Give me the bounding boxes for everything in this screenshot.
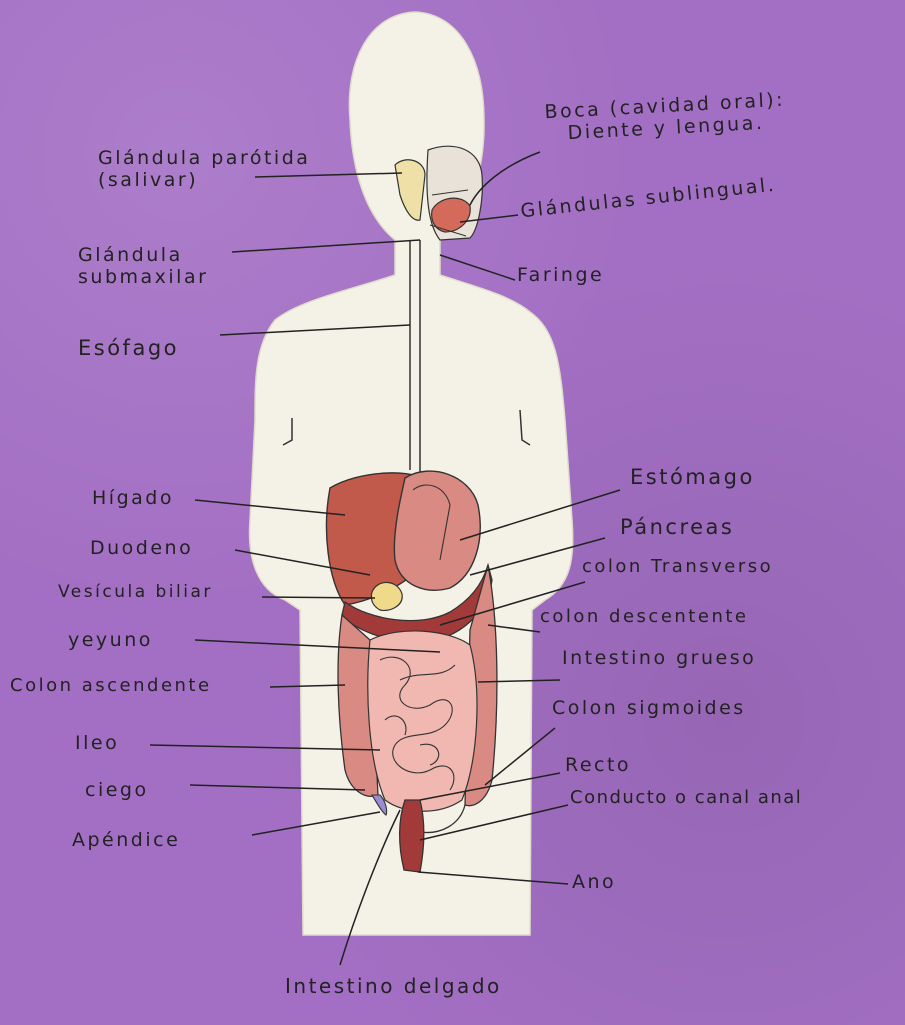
label-ano: Ano [572, 872, 616, 894]
label-conducto: Conducto o canal anal [570, 788, 802, 809]
leader-faringe [440, 255, 515, 280]
label-submaxilar: Glándula submaxilar [78, 245, 208, 289]
label-parotida: Glándula parótida (salivar) [98, 148, 310, 192]
label-colon-sigmoides: Colon sigmoides [552, 698, 746, 720]
leader-vesicula [262, 597, 375, 598]
label-ileo: Ileo [75, 733, 119, 755]
label-intestino-delgado: Intestino delgado [285, 975, 502, 998]
rectum [400, 800, 424, 872]
label-parotida-line1: Glándula parótida [98, 148, 310, 170]
label-yeyuno: yeyuno [68, 630, 153, 652]
label-submaxilar-line1: Glándula [78, 245, 208, 267]
label-higado: Hígado [92, 488, 174, 510]
label-colon-transverso: colon Transverso [582, 557, 773, 578]
label-intestino-grueso: Intestino grueso [562, 648, 756, 670]
gallbladder [371, 582, 402, 610]
label-colon-descendente: colon descentente [540, 607, 748, 628]
label-pancreas: Páncreas [620, 515, 734, 539]
label-vesicula: Vesícula biliar [58, 583, 213, 603]
label-recto: Recto [565, 755, 631, 777]
label-apendice: Apéndice [72, 830, 180, 852]
label-parotida-line2: (salivar) [98, 170, 310, 192]
leader-submaxilar [232, 240, 420, 252]
label-esofago: Esófago [78, 336, 179, 360]
label-submaxilar-line2: submaxilar [78, 267, 208, 289]
label-estomago: Estómago [630, 465, 755, 489]
stomach [394, 471, 480, 590]
label-duodeno: Duodeno [90, 538, 193, 560]
label-faringe: Faringe [517, 265, 604, 287]
label-ciego: ciego [85, 780, 149, 802]
label-colon-ascendente: Colon ascendente [10, 676, 212, 697]
